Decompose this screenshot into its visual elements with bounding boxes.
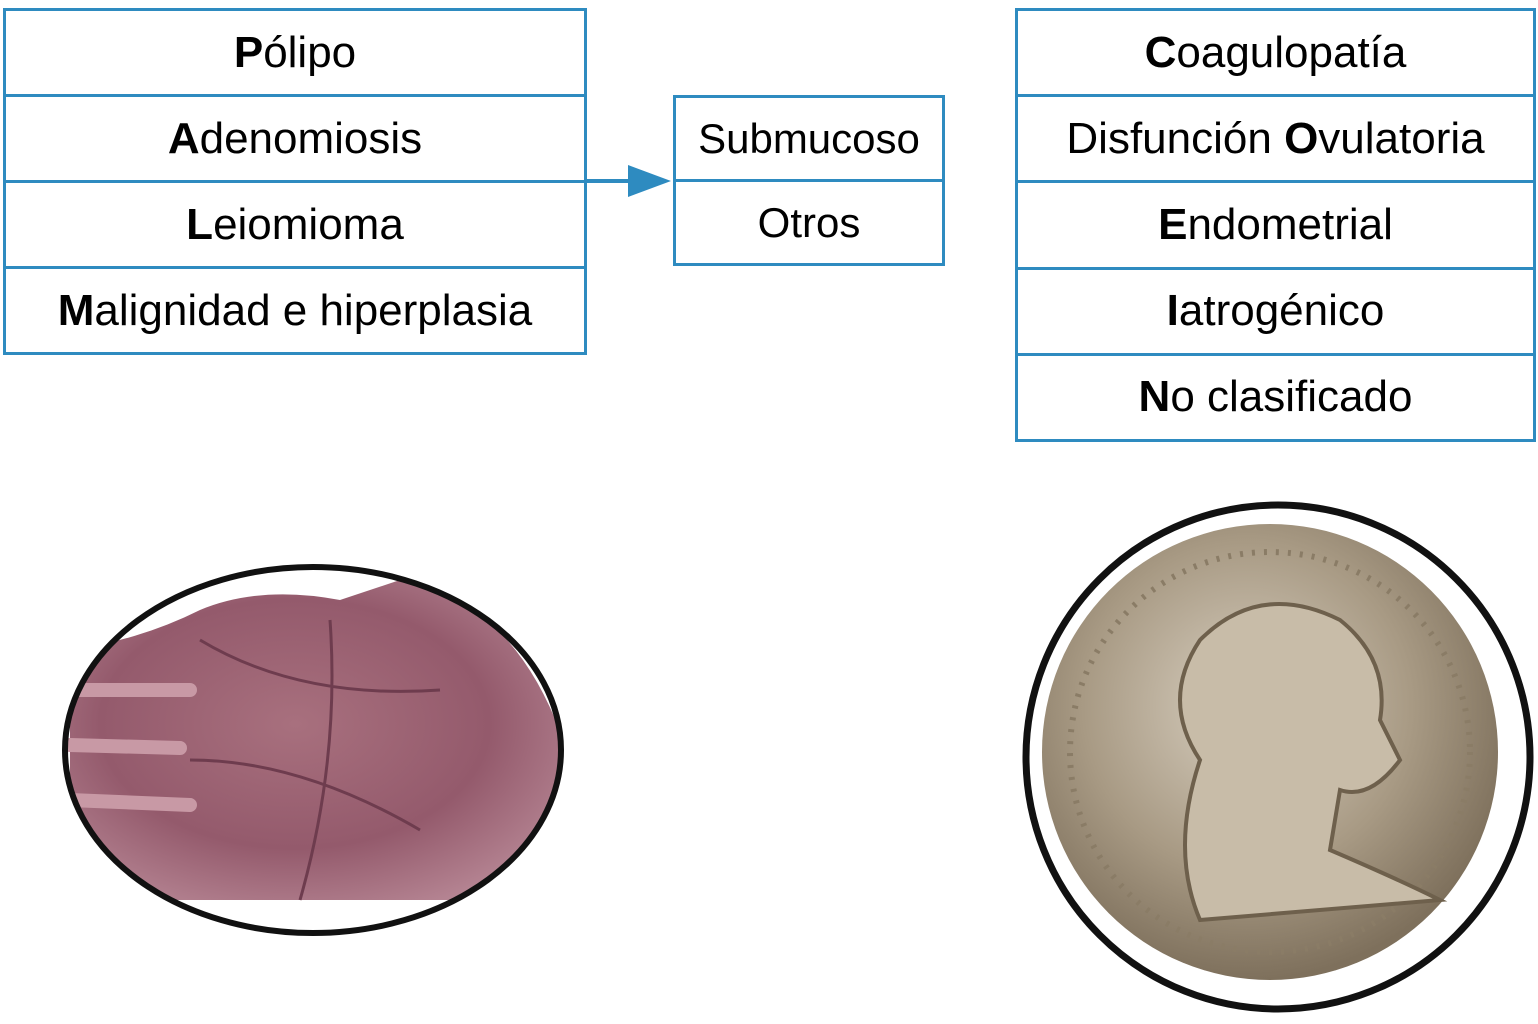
initial: N bbox=[1138, 372, 1171, 422]
coin-image bbox=[1022, 501, 1534, 1013]
label: alignidad e hiperplasia bbox=[94, 285, 533, 335]
label: eiomioma bbox=[213, 199, 404, 249]
label: o clasificado bbox=[1170, 372, 1413, 422]
initial: M bbox=[57, 285, 95, 335]
initial: P bbox=[233, 27, 264, 77]
arrow-connector bbox=[587, 165, 671, 197]
initial: L bbox=[186, 199, 214, 249]
initial: I bbox=[1166, 286, 1179, 336]
label: atrogénico bbox=[1178, 286, 1385, 336]
initial: A bbox=[167, 113, 200, 163]
initial: E bbox=[1158, 200, 1188, 249]
initial: C bbox=[1144, 27, 1177, 77]
subtype-submucoso: Submucoso bbox=[676, 98, 942, 182]
leiomioma-subtypes-table: Submucoso Otros bbox=[673, 95, 945, 266]
initial: O bbox=[1284, 113, 1319, 163]
label: ndometrial bbox=[1187, 200, 1393, 249]
label: denomiosis bbox=[199, 113, 423, 163]
label: oagulopatía bbox=[1176, 27, 1407, 77]
label: ólipo bbox=[263, 27, 357, 77]
label: Disfunción bbox=[1066, 113, 1285, 163]
palm-image bbox=[62, 564, 564, 936]
subtype-otros: Otros bbox=[757, 198, 861, 246]
label-rest: vulatoria bbox=[1318, 113, 1485, 163]
